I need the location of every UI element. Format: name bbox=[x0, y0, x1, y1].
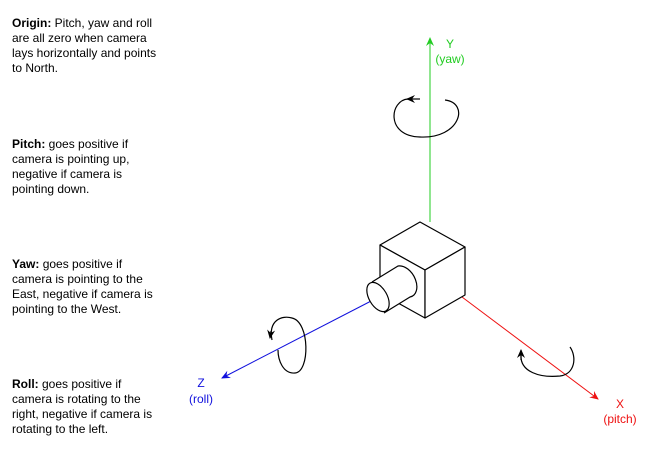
pitch-rotation-curve bbox=[520, 346, 575, 377]
note-origin-title: Origin: bbox=[12, 16, 52, 30]
note-roll: Roll: goes positive if camera is rotatin… bbox=[12, 377, 162, 437]
note-origin-text: Pitch, yaw and roll are all zero when ca… bbox=[12, 16, 157, 75]
yaw-rotation-curve bbox=[393, 98, 460, 138]
z-axis-sublabel: (roll) bbox=[189, 392, 213, 406]
z-axis-line bbox=[221, 298, 376, 379]
note-yaw-text: goes positive if camera is pointing to t… bbox=[12, 257, 153, 316]
note-roll-title: Roll: bbox=[12, 377, 39, 391]
roll-rotation-curve bbox=[270, 316, 307, 374]
y-axis-label: Y bbox=[446, 37, 454, 51]
note-roll-text: goes positive if camera is rotating to t… bbox=[12, 377, 153, 436]
note-yaw-title: Yaw: bbox=[12, 257, 40, 271]
note-yaw: Yaw: goes positive if camera is pointing… bbox=[12, 257, 162, 317]
note-origin: Origin: Pitch, yaw and roll are all zero… bbox=[12, 16, 162, 76]
x-axis-line bbox=[461, 296, 599, 400]
x-axis-label: X bbox=[616, 397, 624, 411]
z-axis-label: Z bbox=[197, 376, 204, 390]
roll-rotation-arrow-icon bbox=[267, 329, 276, 339]
note-pitch-text: goes positive if camera is pointing up, … bbox=[12, 137, 130, 196]
note-pitch: Pitch: goes positive if camera is pointi… bbox=[12, 137, 162, 197]
x-axis-sublabel: (pitch) bbox=[603, 412, 636, 426]
note-pitch-title: Pitch: bbox=[12, 137, 46, 151]
y-axis-sublabel: (yaw) bbox=[435, 52, 464, 66]
camera-icon bbox=[366, 221, 466, 319]
